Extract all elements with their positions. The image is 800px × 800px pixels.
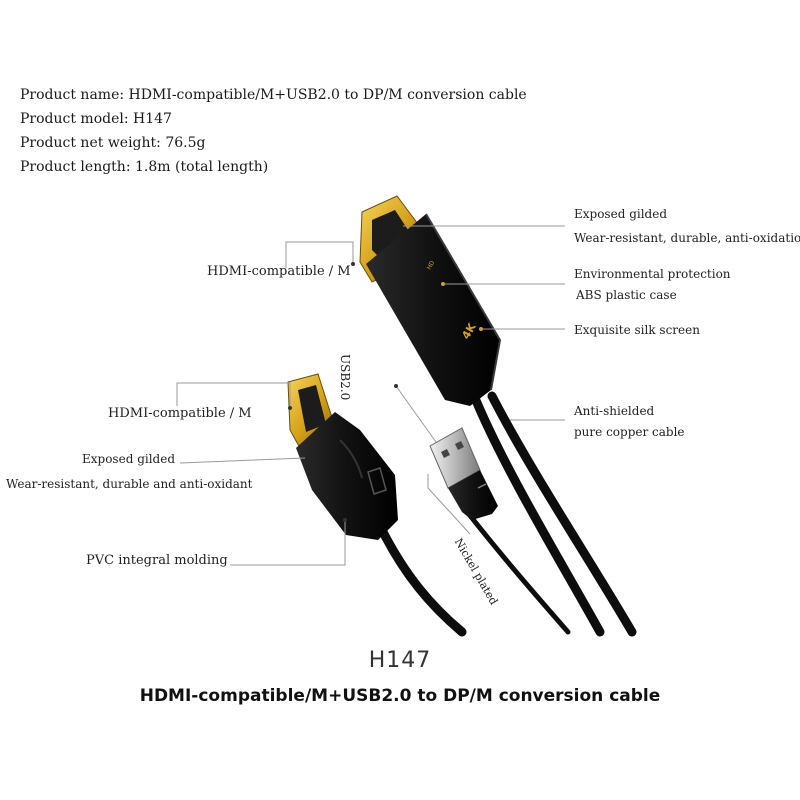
usb-connector	[429, 427, 498, 520]
usb-shell-hole-1	[441, 449, 450, 458]
usb-symbol	[477, 483, 487, 489]
hdmi-cable	[470, 393, 605, 637]
dp-body	[296, 412, 398, 540]
callout-wear-resistant-left: Wear-resistant, durable and anti-oxidant	[6, 477, 253, 491]
callout-silk-screen: Exquisite silk screen	[574, 323, 700, 337]
leader-exposed-gilded-left	[179, 457, 306, 464]
dp-logo-mark	[367, 467, 387, 495]
spec-length: Product length: 1.8m (total length)	[20, 159, 269, 175]
callout-wear-resistant-top: Wear-resistant, durable, anti-oxidation	[574, 231, 800, 245]
adapter-small-hd: HD	[426, 259, 437, 271]
main-cables	[377, 391, 637, 637]
hdmi-cable-second	[487, 391, 637, 637]
callout-env-protection: Environmental protection	[574, 267, 731, 281]
hdmi-adapter-edge	[425, 213, 502, 391]
callout-hdmi-mid: HDMI-compatible / M	[108, 406, 252, 421]
callout-anti-shielded: Anti-shielded	[574, 404, 655, 418]
callout-pvc-molding: PVC integral molding	[86, 553, 228, 568]
usb-shell-hole-2	[455, 441, 464, 450]
hdmi-connector: 4K HD	[359, 195, 502, 406]
dp-cable	[377, 525, 467, 637]
leader-hdmi-top	[285, 241, 354, 268]
usb-body	[448, 470, 498, 520]
spec-product-model: Product model: H147	[20, 111, 172, 127]
dp-connector	[287, 373, 398, 540]
dp-plug-slot	[298, 385, 326, 432]
hdmi-adapter-body	[366, 214, 500, 406]
usb-cable	[465, 510, 571, 635]
leader-pvc	[230, 520, 346, 566]
dp-grip-ridge	[339, 439, 363, 479]
leader-dots	[288, 262, 398, 522]
leader-hdmi-mid	[176, 382, 291, 408]
callout-exposed-gilded-left: Exposed gilded	[82, 452, 176, 466]
callout-hdmi-top: HDMI-compatible / M	[207, 264, 351, 279]
footer-model: H147	[368, 648, 432, 673]
callout-abs-case: ABS plastic case	[576, 288, 677, 302]
spec-net-weight: Product net weight: 76.5g	[20, 135, 206, 151]
footer-product-title: HDMI-compatible/M+USB2.0 to DP/M convers…	[139, 686, 661, 706]
leader-lines	[176, 225, 565, 566]
callout-exposed-gilded-top: Exposed gilded	[574, 207, 668, 221]
callout-usb2: USB2.0	[338, 354, 352, 401]
callout-copper-cable: pure copper cable	[574, 425, 685, 439]
spec-product-name: Product name: HDMI-compatible/M+USB2.0 t…	[20, 87, 527, 103]
leader-nickel	[427, 474, 471, 535]
leader-usb	[395, 385, 437, 443]
